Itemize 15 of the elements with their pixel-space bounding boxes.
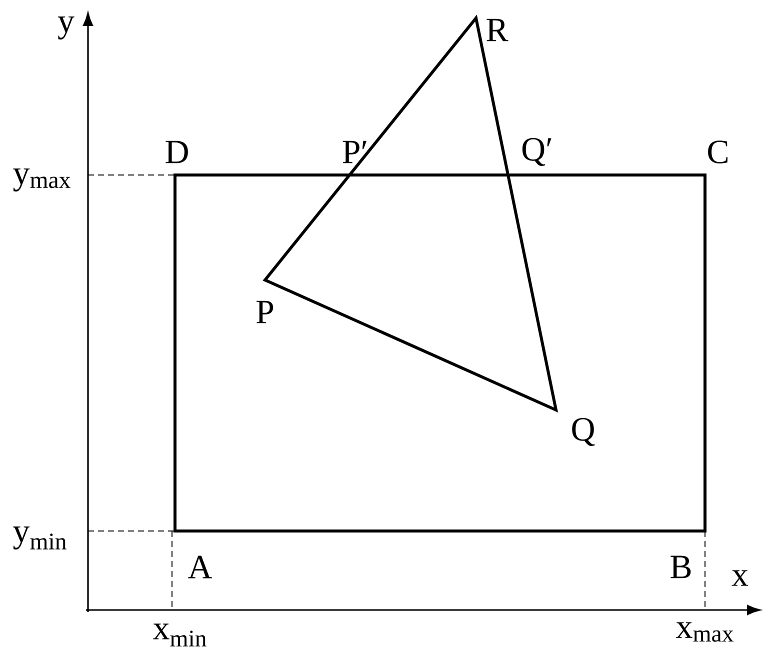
coordinate-label: x$_{max}$ — [676, 622, 734, 642]
point-label: A — [188, 556, 212, 578]
point-label: C — [708, 140, 728, 164]
point-label: R — [486, 18, 508, 42]
point-label: Q′ — [522, 138, 552, 166]
point-label: B — [670, 556, 691, 578]
coordinate-label: y$_{min}$ — [13, 526, 66, 550]
point-label: P — [256, 300, 274, 324]
point-label: Q — [572, 418, 595, 446]
axis-label: y — [58, 16, 74, 40]
axis-label: x — [732, 570, 748, 586]
coordinate-label: y$_{max}$ — [13, 168, 70, 192]
coordinate-label: x$_{min}$ — [153, 624, 206, 646]
point-label: P′ — [342, 140, 366, 164]
point-label: D — [166, 140, 188, 164]
